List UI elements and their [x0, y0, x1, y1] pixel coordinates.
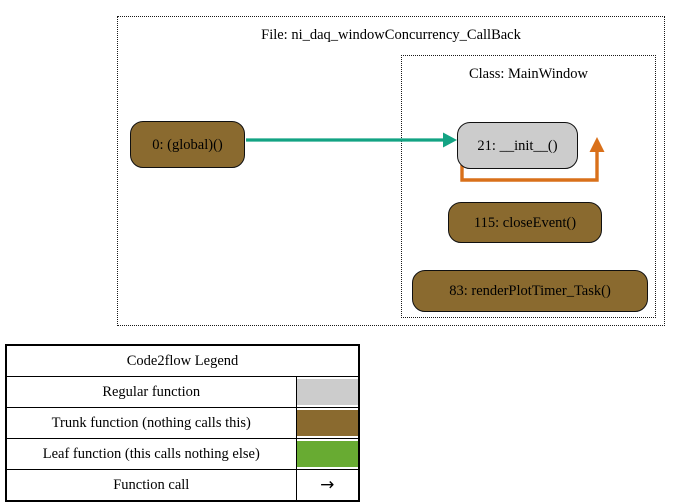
node-closeevent[interactable]: 115: closeEvent(): [448, 202, 602, 243]
legend-swatch-regular: [296, 379, 358, 405]
legend-arrow-icon: →: [295, 469, 360, 502]
legend-title: Code2flow Legend: [5, 344, 360, 377]
legend-swatch-leaf: [296, 441, 358, 467]
class-cluster-label: Class: MainWindow: [468, 66, 589, 82]
legend-label-leaf: Leaf function (this calls nothing else): [5, 438, 297, 470]
node-global[interactable]: 0: (global)(): [130, 121, 245, 168]
legend-label-call: Function call: [5, 469, 297, 502]
node-renderplottimer-task-label: 83: renderPlotTimer_Task(): [449, 283, 611, 299]
node-renderplottimer-task[interactable]: 83: renderPlotTimer_Task(): [412, 270, 648, 312]
legend-label-regular: Regular function: [5, 376, 297, 408]
legend-label-trunk: Trunk function (nothing calls this): [5, 407, 297, 439]
class-cluster: Class: MainWindow: [401, 55, 656, 318]
legend-swatch-leaf-cell: [295, 438, 360, 470]
legend-swatch-regular-cell: [295, 376, 360, 408]
legend-swatch-trunk-cell: [295, 407, 360, 439]
legend-title-row: Code2flow Legend: [5, 344, 360, 377]
legend-row-trunk: Trunk function (nothing calls this): [5, 407, 360, 439]
node-global-label: 0: (global)(): [152, 136, 223, 153]
file-cluster-label: File: ni_daq_windowConcurrency_CallBack: [261, 27, 521, 43]
legend-swatch-trunk: [296, 410, 358, 436]
node-init[interactable]: 21: __init__(): [457, 122, 578, 169]
file-cluster: File: ni_daq_windowConcurrency_CallBack: [117, 16, 665, 326]
legend-row-regular: Regular function: [5, 376, 360, 408]
legend-row-leaf: Leaf function (this calls nothing else): [5, 438, 360, 470]
legend-table: Code2flow Legend Regular function Trunk …: [5, 344, 360, 502]
node-init-label: 21: __init__(): [477, 137, 558, 154]
node-closeevent-label: 115: closeEvent(): [473, 214, 577, 231]
legend-row-call: Function call →: [5, 469, 360, 502]
